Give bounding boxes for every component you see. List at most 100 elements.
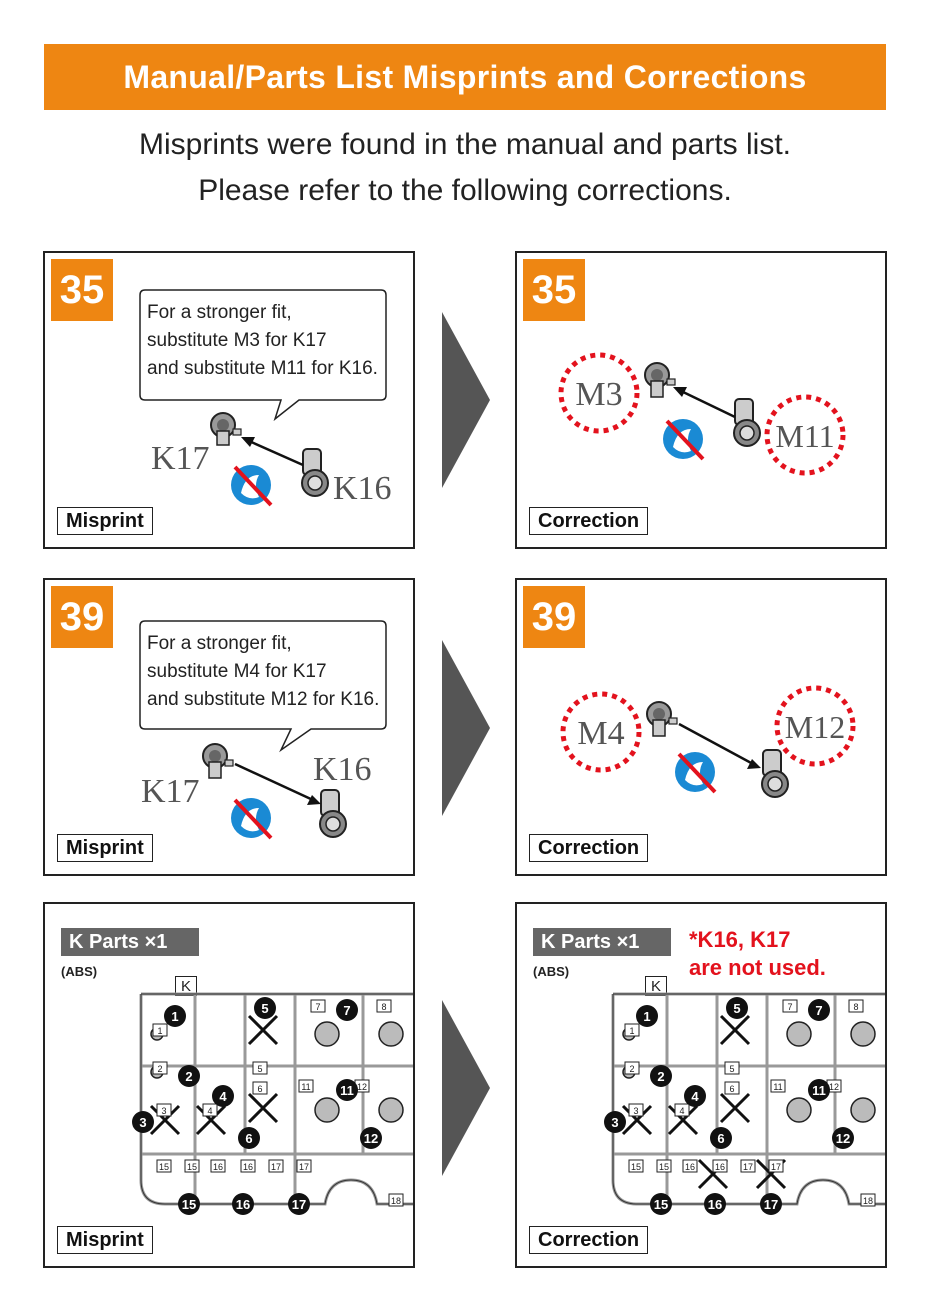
ball-joint-part-icon xyxy=(644,362,676,398)
part-number-box xyxy=(202,1103,218,1117)
part-label-m11: M11 xyxy=(775,418,834,454)
part-number-box-label: 3 xyxy=(633,1106,638,1116)
assembly-arrow xyxy=(678,722,761,769)
part-number-badge-label: 3 xyxy=(139,1115,146,1130)
part-number-box xyxy=(296,1159,312,1173)
bubble-outline xyxy=(139,620,387,753)
part-number-badge xyxy=(760,1193,782,1215)
part-number-box-label: 6 xyxy=(257,1084,262,1094)
socket-part-icon xyxy=(761,749,789,798)
part-number-box-label: 15 xyxy=(159,1162,169,1172)
sprue-part xyxy=(314,1097,340,1123)
ball-joint-part-icon xyxy=(210,412,242,446)
part-number-box xyxy=(268,1159,284,1173)
part-number-box xyxy=(156,1103,172,1117)
note-line-1: *K16, K17 xyxy=(689,927,791,952)
bubble-line-3: and substitute M12 for K16. xyxy=(147,689,380,710)
ball-joint-part-icon xyxy=(646,701,678,737)
part-number-badge xyxy=(636,1005,658,1027)
bubble-line-1: For a stronger fit, xyxy=(147,633,292,654)
part-number-badge-label: 12 xyxy=(364,1131,378,1146)
part-label-m3: M3 xyxy=(575,376,622,413)
part-number-badge-label: 16 xyxy=(708,1197,722,1212)
instruction-bubble: For a stronger fit, substitute M4 for K1… xyxy=(139,620,387,753)
title-banner: Manual/Parts List Misprints and Correcti… xyxy=(44,44,886,110)
bubble-line-2: substitute M4 for K17 xyxy=(147,661,327,682)
part-number-badge xyxy=(808,999,830,1021)
bubble-line-2: substitute M3 for K17 xyxy=(147,330,327,351)
cross-mark-icon xyxy=(719,1014,751,1046)
part-number-badge xyxy=(650,1193,672,1215)
part-number-badge-label: 17 xyxy=(292,1197,306,1212)
cross-mark-icon xyxy=(247,1092,279,1124)
part-number-box xyxy=(624,1023,640,1037)
cross-mark-icon xyxy=(195,1104,227,1136)
part-number-badge xyxy=(726,997,748,1019)
part-number-box xyxy=(152,1061,168,1075)
part-number-box-label: 4 xyxy=(207,1106,212,1116)
part-number-box xyxy=(724,1061,740,1075)
part-number-badge xyxy=(832,1127,854,1149)
part-number-box xyxy=(252,1081,268,1095)
part-number-badge xyxy=(704,1193,726,1215)
cross-mark-icon xyxy=(247,1014,279,1046)
sprue-part xyxy=(314,1021,340,1047)
panel-39-misprint: 39 For a stronger fit, substitute M4 for… xyxy=(43,578,415,876)
part-number-box-label: 4 xyxy=(679,1106,684,1116)
socket-part-icon xyxy=(319,789,347,838)
no-glue-icon xyxy=(231,465,273,507)
part-number-box-label: 5 xyxy=(729,1064,734,1074)
part-number-box xyxy=(184,1159,200,1173)
part-number-badge xyxy=(132,1111,154,1133)
part-number-badge xyxy=(336,999,358,1021)
part-number-badge-label: 15 xyxy=(182,1197,196,1212)
part-number-box xyxy=(682,1159,698,1173)
part-number-box xyxy=(388,1193,404,1207)
cross-mark-icon xyxy=(149,1104,181,1136)
part-number-badge xyxy=(254,997,276,1019)
sprue-part xyxy=(786,1097,812,1123)
part-number-box-label: 17 xyxy=(271,1162,281,1172)
arrow-right-icon xyxy=(442,312,490,488)
part-number-box-label: 18 xyxy=(391,1196,401,1206)
highlight-burst-icon xyxy=(774,685,856,767)
part-number-box-label: 17 xyxy=(299,1162,309,1172)
panel-35-misprint: 35 For a stronger fit, substitute M3 for… xyxy=(43,251,415,549)
no-glue-icon xyxy=(675,752,717,794)
instruction-bubble: For a stronger fit, substitute M3 for K1… xyxy=(139,289,387,422)
part-number-badge xyxy=(684,1085,706,1107)
part-number-badge xyxy=(336,1079,358,1101)
part-number-badge-label: 4 xyxy=(691,1089,699,1104)
part-number-box-label: 15 xyxy=(631,1162,641,1172)
assembly-arrow xyxy=(241,437,304,467)
part-number-badge-label: 1 xyxy=(643,1009,650,1024)
part-number-badge-label: 4 xyxy=(219,1089,227,1104)
part-number-box-label: 1 xyxy=(157,1026,162,1036)
intro-line-1: Misprints were found in the manual and p… xyxy=(139,128,791,161)
part-number-box-label: 6 xyxy=(729,1084,734,1094)
part-number-box xyxy=(848,999,864,1013)
assembly-arrow xyxy=(673,387,736,419)
assembly-illustration: M3 M11 xyxy=(558,352,846,476)
page-title: Manual/Parts List Misprints and Correcti… xyxy=(123,58,807,95)
part-number-badge-label: 1 xyxy=(171,1009,178,1024)
part-label-k16: K16 xyxy=(313,751,372,788)
part-number-badge-label: 15 xyxy=(654,1197,668,1212)
runner-frame xyxy=(139,992,413,1206)
unused-parts-note: *K16, K17 are not used. xyxy=(689,926,826,982)
socket-part-icon xyxy=(301,448,329,497)
part-number-box-label: 16 xyxy=(213,1162,223,1172)
part-number-box xyxy=(628,1159,644,1173)
bubble-line-3: and substitute M11 for K16. xyxy=(147,358,378,379)
part-number-badge xyxy=(212,1085,234,1107)
part-number-badge xyxy=(710,1127,732,1149)
part-number-badge xyxy=(238,1127,260,1149)
part-number-badge xyxy=(360,1127,382,1149)
part-number-badge xyxy=(288,1193,310,1215)
part-number-badge xyxy=(164,1005,186,1027)
part-number-box xyxy=(240,1159,256,1173)
panel-35-correction: 35 M3 M11 Correction xyxy=(515,251,887,549)
correction-tag: Correction xyxy=(529,1226,649,1254)
